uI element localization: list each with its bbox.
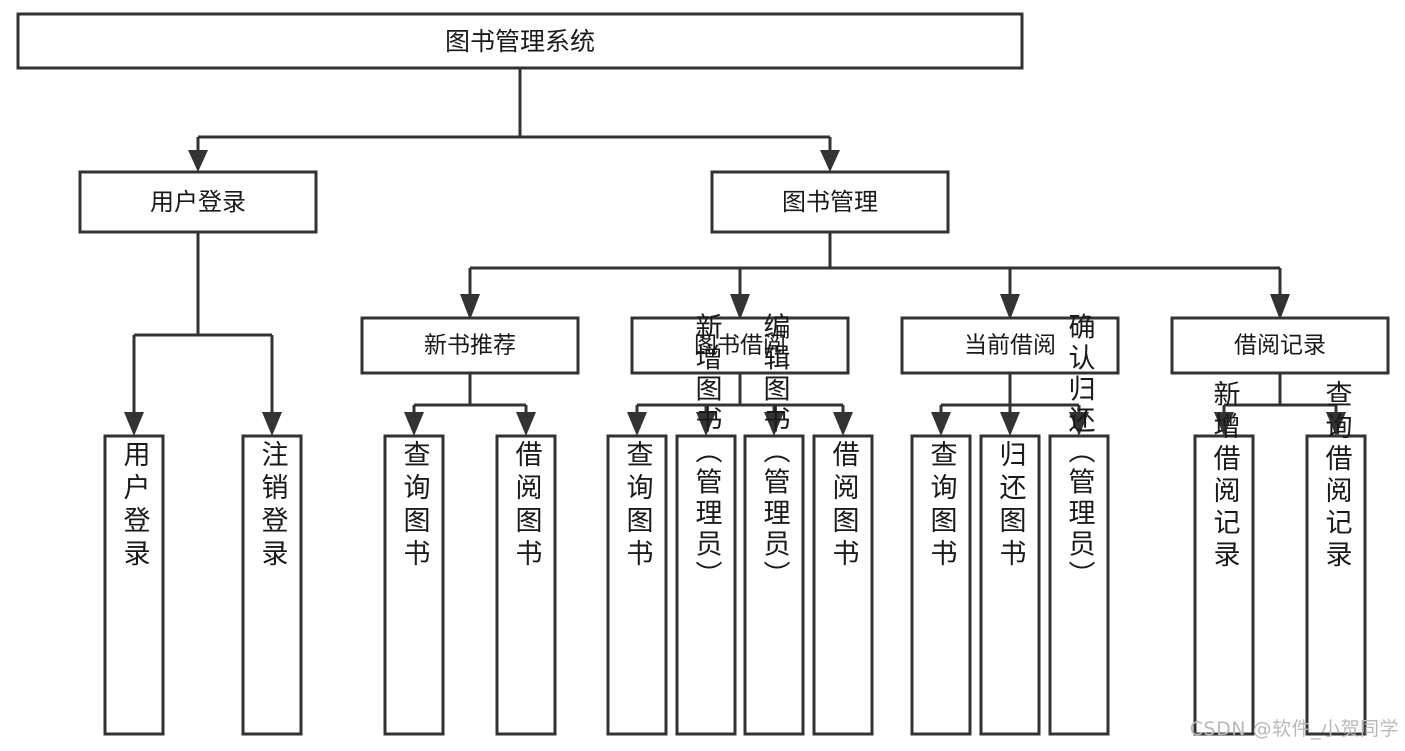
leaf-node-confirm-return-admin[interactable]: 确认归还（管理员） [1048, 312, 1110, 736]
connector-current-borrow-to-leaves [931, 373, 1089, 436]
leaf-node-query-book-current-label: 查询图书 [926, 440, 958, 572]
node-user-login[interactable]: 用户登录 [78, 170, 318, 234]
connector-book-management-to-level3 [460, 232, 1290, 320]
leaf-node-logout[interactable]: 注销登录 [241, 434, 303, 736]
leaf-node-logout-label: 注销登录 [257, 440, 289, 572]
leaf-node-borrow-book-label: 借阅图书 [828, 440, 860, 572]
leaf-node-edit-book-admin[interactable]: 编辑图书（管理员） [743, 312, 805, 736]
node-current-borrow-label: 当前借阅 [964, 333, 1056, 359]
leaf-node-add-book-admin[interactable]: 新增图书（管理员） [675, 312, 737, 736]
connector-new-book-recommend-to-leaves [404, 373, 536, 436]
watermark-text: CSDN @软件_小贺同学 [1189, 718, 1399, 740]
node-book-management-label: 图书管理 [782, 188, 878, 216]
leaf-node-query-book-recommend-label: 查询图书 [399, 440, 431, 572]
leaf-node-add-borrow-record[interactable]: 新增借阅记录 [1193, 380, 1255, 736]
leaf-node-user-login-label: 用户登录 [119, 440, 151, 572]
node-new-book-recommend-label: 新书推荐 [424, 333, 516, 359]
leaf-node-query-borrow-record-label: 查询借阅记录 [1321, 380, 1353, 572]
node-new-book-recommend[interactable]: 新书推荐 [360, 316, 580, 375]
leaf-node-query-borrow-record[interactable]: 查询借阅记录 [1305, 380, 1367, 736]
node-current-borrow[interactable]: 当前借阅 [900, 316, 1120, 375]
leaf-node-query-book-borrow[interactable]: 查询图书 [606, 434, 668, 736]
leaf-node-return-book[interactable]: 归还图书 [979, 434, 1041, 736]
leaf-node-query-book-current[interactable]: 查询图书 [910, 434, 972, 736]
leaf-node-confirm-return-admin-label: 确认归还（管理员） [1064, 312, 1096, 591]
connector-book-borrow-to-leaves [627, 373, 853, 436]
leaf-node-borrow-book-recommend-label: 借阅图书 [511, 440, 543, 572]
leaf-node-borrow-book-recommend[interactable]: 借阅图书 [495, 434, 557, 736]
node-book-management[interactable]: 图书管理 [710, 170, 950, 234]
node-root-book-management-system[interactable]: 图书管理系统 [16, 12, 1024, 70]
connector-borrow-record-to-leaves [1214, 373, 1346, 436]
node-borrow-record[interactable]: 借阅记录 [1170, 316, 1390, 375]
leaf-node-query-book-recommend[interactable]: 查询图书 [383, 434, 445, 736]
node-borrow-record-label: 借阅记录 [1234, 333, 1326, 359]
node-book-borrow[interactable]: 图书借阅 [630, 316, 850, 375]
leaf-node-return-book-label: 归还图书 [995, 440, 1027, 572]
leaf-node-edit-book-admin-label: 编辑图书（管理员） [759, 312, 791, 591]
connector-user-login-to-leaves [124, 232, 282, 436]
leaf-node-add-book-admin-label: 新增图书（管理员） [691, 312, 723, 591]
leaf-node-query-book-borrow-label: 查询图书 [622, 440, 654, 572]
leaf-node-borrow-book[interactable]: 借阅图书 [812, 434, 874, 736]
node-book-borrow-label: 图书借阅 [694, 333, 786, 359]
leaf-node-user-login[interactable]: 用户登录 [103, 434, 165, 736]
node-user-login-label: 用户登录 [150, 188, 246, 216]
node-root-label: 图书管理系统 [445, 27, 595, 56]
connector-root-to-level2 [188, 68, 840, 172]
leaf-node-add-borrow-record-label: 新增借阅记录 [1209, 380, 1241, 572]
